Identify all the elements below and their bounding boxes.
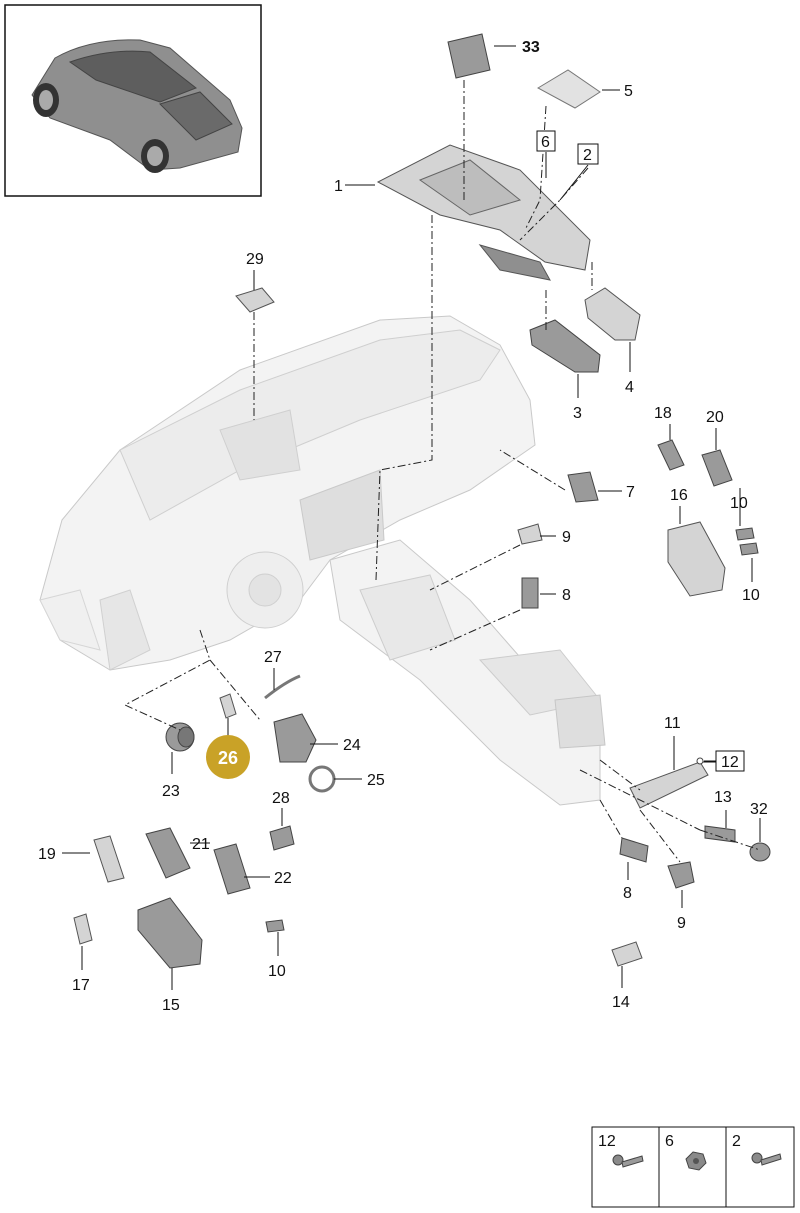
cap-9b (667, 861, 695, 889)
callout-16: 16 (670, 487, 688, 504)
callout-11: 11 (664, 715, 681, 732)
legend-cell-2: 2 (732, 1133, 741, 1150)
bolt-icon (751, 1152, 782, 1166)
callout-24: 24 (343, 737, 361, 754)
callout-29: 29 (246, 251, 264, 268)
cap-9a (517, 523, 543, 545)
cover-17 (73, 913, 93, 945)
plug-32 (749, 842, 771, 862)
ignition-switch-24 (273, 713, 317, 763)
dashboard-ghost (39, 315, 606, 806)
switch-19 (93, 835, 125, 883)
callout-10-top: 10 (730, 495, 748, 512)
connector-26 (219, 693, 237, 719)
callout-8-top: 8 (562, 587, 571, 604)
screw-icon (612, 1154, 644, 1168)
callout-33: 33 (522, 39, 540, 56)
button-7 (567, 471, 599, 503)
ring-25 (308, 765, 336, 793)
callout-22: 22 (274, 870, 292, 887)
callout-7: 7 (626, 484, 635, 501)
callout-25: 25 (367, 772, 385, 789)
switch-panel-3 (529, 319, 601, 373)
switch-20 (701, 449, 733, 487)
callout-26: 26 (218, 748, 238, 768)
callout-23: 23 (162, 783, 180, 800)
boxed-callout-6: 6 (536, 130, 556, 152)
bracket-5 (536, 69, 601, 109)
callout-9-bottom: 9 (677, 915, 686, 932)
window-switch-15 (137, 897, 203, 969)
cover-14 (611, 941, 643, 967)
boxed-callout-2: 2 (577, 143, 599, 165)
callout-10-mid: 10 (742, 587, 760, 604)
callout-20: 20 (706, 409, 724, 426)
callout-9-top: 9 (562, 529, 571, 546)
callout-4: 4 (625, 379, 634, 396)
callout-27: 27 (264, 649, 282, 666)
callout-18: 18 (654, 405, 672, 422)
callout-5: 5 (624, 83, 633, 100)
callout-2: 2 (583, 147, 592, 164)
callout-1: 1 (334, 178, 343, 195)
callout-6: 6 (541, 134, 550, 151)
switch-33 (447, 33, 491, 79)
socket-8a (521, 577, 539, 609)
leader-lines (62, 45, 761, 990)
callout-3: 3 (573, 405, 582, 422)
vehicle-thumbnail (4, 4, 262, 197)
switch-28 (269, 825, 295, 851)
clip-27 (264, 674, 301, 700)
switch-22 (213, 843, 251, 895)
callout-14: 14 (612, 994, 630, 1011)
legend-cell-12: 12 (598, 1133, 616, 1150)
callout-32: 32 (750, 801, 768, 818)
usb-port-13 (704, 825, 736, 843)
sensor-29 (235, 287, 275, 313)
callout-12: 12 (721, 754, 739, 771)
callout-15: 15 (162, 997, 180, 1014)
highlight-callout-26: 26 (206, 735, 250, 779)
callout-labels: 33 5 1 29 3 4 18 20 7 16 10 9 10 8 27 11… (38, 39, 768, 1014)
callout-28: 28 (272, 790, 290, 807)
boxed-callout-12: 12 (696, 750, 745, 772)
usb-hub-11 (629, 761, 709, 809)
socket-8b (619, 837, 649, 863)
callout-10-bottom: 10 (268, 963, 286, 980)
switch-16 (667, 521, 726, 597)
callout-19: 19 (38, 846, 56, 863)
switch-panel-4 (584, 287, 641, 341)
callout-13: 13 (714, 789, 732, 806)
fastener-legend: 12 6 2 (591, 1126, 795, 1208)
switch-18 (657, 439, 685, 471)
clip-10 (265, 527, 759, 933)
legend-cell-6: 6 (665, 1133, 674, 1150)
assembly-lines (123, 80, 761, 863)
callout-17: 17 (72, 977, 90, 994)
callout-21: 21 (192, 836, 210, 853)
nut-icon (685, 1151, 707, 1171)
sensor-23 (165, 722, 195, 752)
switch-21 (145, 827, 191, 879)
callout-8-bottom: 8 (623, 885, 632, 902)
trim-panel-1 (376, 144, 591, 281)
